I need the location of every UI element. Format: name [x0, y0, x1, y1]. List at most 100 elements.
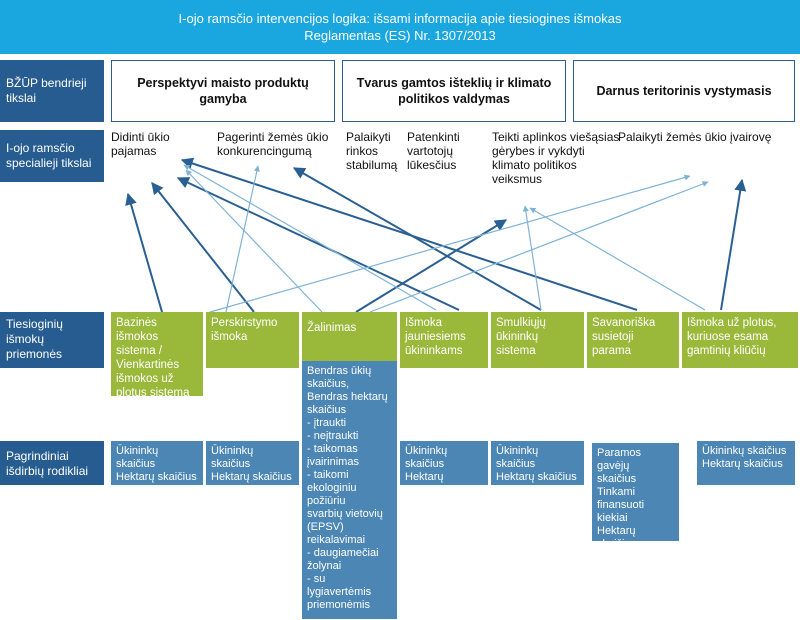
- arrow-anc-to-diversity: [720, 178, 747, 311]
- objective-text: Didinti ūkio: [111, 130, 170, 144]
- measure-small-farmers-scheme: Smulkiųjų ūkininkų sistema: [491, 312, 584, 368]
- objective-text: Teikti aplinkos viešąsias: [492, 130, 620, 144]
- measure-text: Išmoka už plotus,: [687, 317, 777, 329]
- measure-text: išmokos už: [116, 373, 174, 385]
- indicator-text: Hektarų skaičius: [405, 471, 445, 496]
- specific-objective-competitiveness: Pagerinti žemės ūkio konkurencingumą: [217, 130, 328, 158]
- indicator-text: ekologiniu požiūriu: [307, 482, 357, 507]
- measure-text: Perskirstymo: [211, 317, 278, 329]
- measure-text: Savanoriška: [592, 317, 656, 329]
- title-line-1: I-ojo ramsčio intervencijos logika: išsa…: [178, 11, 622, 26]
- measure-text: ūkininkams: [405, 345, 463, 357]
- indicator-text: svarbių vietovių: [307, 508, 383, 520]
- objective-text: veiksmus: [492, 172, 543, 186]
- arrow-young-to-competitiveness: [183, 164, 437, 311]
- row-label-line: tikslai: [6, 91, 37, 105]
- arrow-greening-to-environment: [355, 219, 508, 313]
- indicator-natural-constraints: Ūkininkų skaičius Hektarų skaičius: [697, 441, 795, 485]
- indicator-text: - daugiamečiai: [307, 547, 379, 559]
- measure-text: Išmoka: [405, 317, 443, 329]
- objective-text: pajamas: [111, 144, 157, 158]
- indicator-text: Ūkininkų skaičius: [116, 445, 159, 470]
- measure-text: jauniesiems: [405, 331, 466, 343]
- measure-natural-constraints-payment: Išmoka už plotus, kuriuose esama gamtini…: [682, 312, 798, 368]
- measure-text: ūkininkų: [496, 331, 539, 343]
- objective-text: Patenkinti: [407, 130, 460, 144]
- indicator-text: Hektarų skaičius: [211, 471, 292, 483]
- row-label-line: I-ojo ramsčio: [6, 141, 75, 155]
- diagram-title: I-ojo ramsčio intervencijos logika: išsa…: [0, 0, 800, 54]
- indicator-text: Hektarų skaičius: [496, 471, 577, 483]
- objective-text: klimato politikos: [492, 158, 577, 172]
- row-label-measures: Tiesioginių išmokų priemonės: [0, 312, 104, 368]
- general-objective-territorial-development: Darnus teritorinis vystymasis: [573, 60, 795, 122]
- objective-text: Perspektyvi maisto produktų: [137, 76, 309, 90]
- objective-text: gėrybes ir vykdyti: [492, 144, 585, 158]
- specific-objective-market-stability: Palaikyti rinkos stabilumą: [346, 130, 397, 172]
- indicator-text: Bendras hektarų: [307, 391, 388, 403]
- arrow-basic-to-income: [125, 192, 163, 313]
- row-label-line: išmokų: [6, 332, 45, 346]
- indicator-text: įvairinimas: [307, 456, 359, 468]
- arrow-small-to-competitiveness: [292, 167, 542, 311]
- row-label-specific-objectives: I-ojo ramsčio specialieji tikslai: [0, 130, 104, 182]
- arrow-greening-to-income: [185, 169, 323, 313]
- objective-text: Darnus teritorinis vystymasis: [596, 84, 772, 98]
- specific-objective-farm-income: Didinti ūkio pajamas: [111, 130, 170, 158]
- indicator-text: kiekiai: [597, 512, 628, 524]
- arrow-small-to-environment: [522, 205, 542, 311]
- row-label-line: BŽŪP bendrieji: [6, 76, 87, 90]
- indicator-small-farmers: Ūkininkų skaičius Hektarų skaičius: [491, 441, 584, 485]
- indicator-text: Hektarų skaičius: [597, 525, 637, 550]
- measure-redistributive-payment: Perskirstymo išmoka: [206, 312, 299, 368]
- objective-text: politikos valdymas: [398, 92, 510, 106]
- specific-objective-public-goods-climate: Teikti aplinkos viešąsias gėrybes ir vyk…: [492, 130, 619, 186]
- row-label-general-objectives: BŽŪP bendrieji tikslai: [0, 60, 104, 122]
- objective-text: Tvarus gamtos išteklių ir klimato: [356, 76, 552, 90]
- objective-text: Palaikyti: [346, 130, 391, 144]
- indicator-text: Ūkininkų skaičius: [211, 445, 254, 470]
- row-label-line: Pagrindiniai: [6, 449, 69, 463]
- objective-text: lūkesčius: [407, 158, 457, 172]
- measure-text: Smulkiųjų: [496, 317, 546, 329]
- indicator-text: (EPSV) reikalavimai: [307, 521, 366, 546]
- indicator-text: Bendras ūkių: [307, 365, 372, 377]
- row-label-indicators: Pagrindiniai išdirbių rodikliai: [0, 441, 104, 485]
- specific-objective-consumer-expectations: Patenkinti vartotojų lūkesčius: [407, 130, 460, 172]
- measure-text: susietoji: [592, 331, 634, 343]
- arrow-redistributive-to-competitiveness: [225, 165, 260, 313]
- arrow-greening-to-diversity: [369, 181, 709, 313]
- measure-greening: Žalinimas: [302, 312, 397, 368]
- measure-text: išmoka: [211, 331, 248, 343]
- row-label-line: išdirbių rodikliai: [6, 464, 89, 478]
- row-label-line: Tiesioginių: [6, 317, 63, 331]
- objective-text: rinkos: [346, 144, 379, 158]
- arrow-redistributive-to-income: [151, 182, 255, 313]
- indicator-text: - įtraukti: [307, 417, 347, 429]
- title-line-2: Reglamentas (ES) Nr. 1307/2013: [304, 28, 496, 43]
- indicator-text: Ūkininkų skaičius: [405, 445, 448, 470]
- specific-objective-agricultural-diversity: Palaikyti žemės ūkio įvairovę: [618, 130, 771, 144]
- arrow-basic-to-diversity: [209, 174, 691, 313]
- indicator-text: - taikomas: [307, 443, 358, 455]
- indicator-text: Hektarų skaičius: [116, 471, 197, 483]
- indicator-text: - taikomi: [307, 469, 349, 481]
- indicator-text: žolynai: [307, 560, 342, 572]
- indicator-redistributive-payment: Ūkininkų skaičius Hektarų skaičius: [206, 441, 299, 485]
- indicator-text: Ūkininkų skaičius: [702, 445, 787, 457]
- row-label-line: specialieji tikslai: [6, 156, 92, 170]
- indicator-text: Tinkami finansuoti: [597, 486, 645, 511]
- indicator-text: Ūkininkų skaičius: [496, 445, 539, 470]
- objective-text: konkurencingumą: [217, 144, 312, 158]
- measure-text: Žalinimas: [307, 322, 357, 334]
- measure-text: gamtinių kliūčių: [687, 345, 766, 357]
- indicator-text: - su lygiavertėmis: [307, 573, 372, 598]
- general-objective-natural-resources: Tvarus gamtos išteklių ir klimato politi…: [342, 60, 566, 122]
- measure-text: Vienkartinės: [116, 359, 180, 371]
- indicator-text: Hektarų skaičius: [702, 458, 783, 470]
- measure-text: kuriuose esama: [687, 331, 769, 343]
- measure-text: plotus sistema: [116, 387, 190, 399]
- indicator-text: Gyvulių skaičius: [597, 551, 637, 576]
- general-objective-food-production: Perspektyvi maisto produktų gamyba: [111, 60, 335, 122]
